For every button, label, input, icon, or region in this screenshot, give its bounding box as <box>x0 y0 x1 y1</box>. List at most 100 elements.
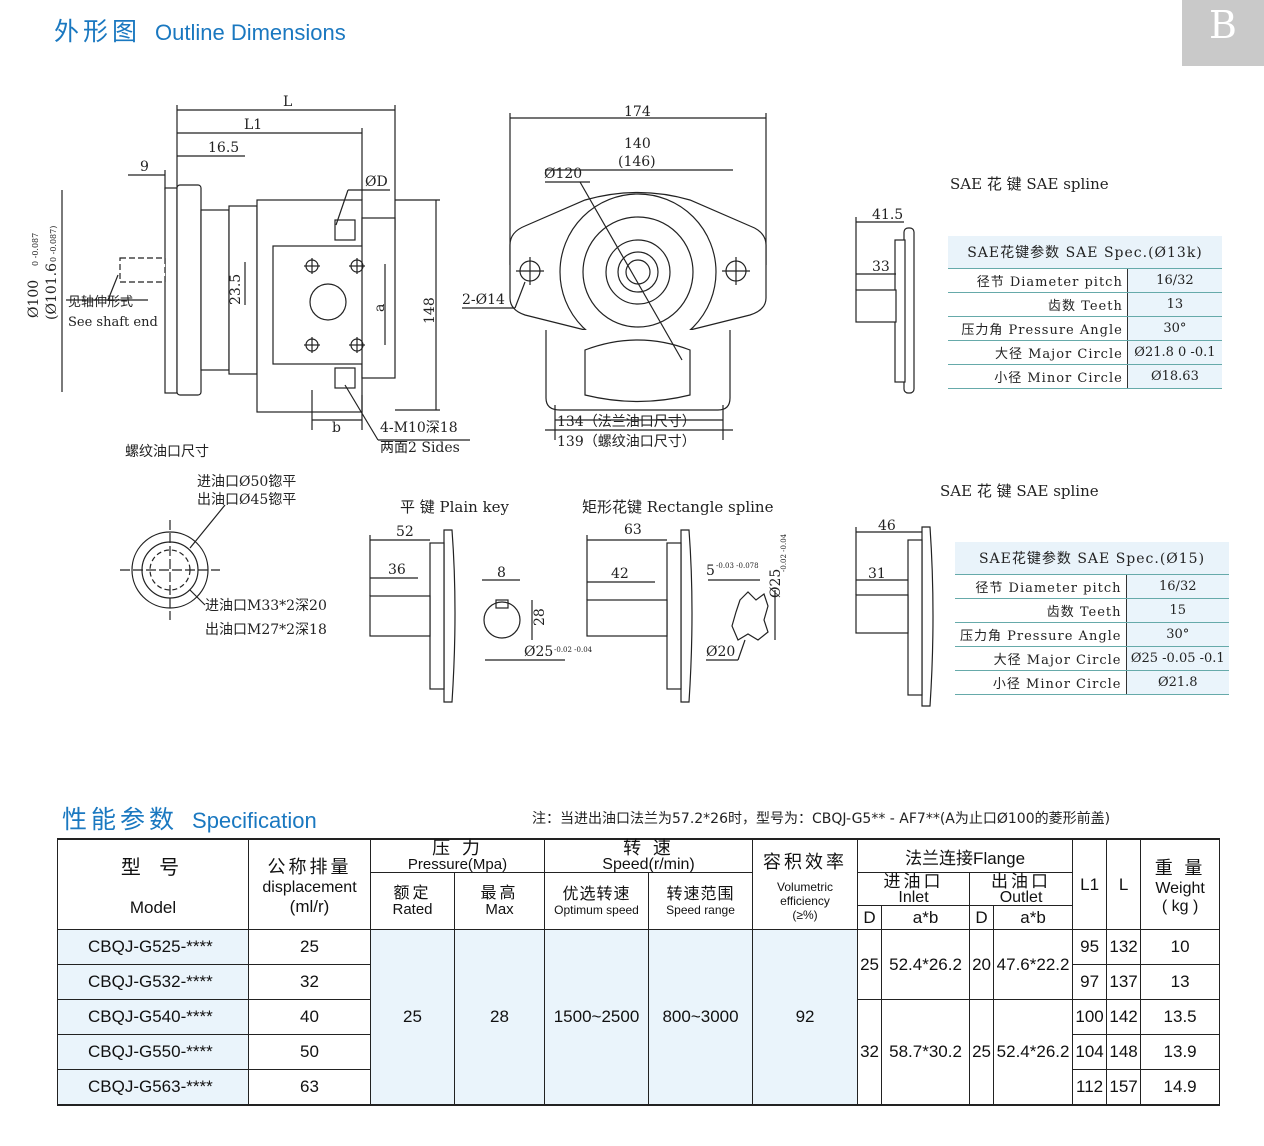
L-cell: 148 <box>1106 1034 1142 1070</box>
table-row: CBQJ-G563-**** 63 112 157 14.9 <box>57 1069 1221 1106</box>
dim-16-5: 16.5 <box>208 140 239 156</box>
shaft-note-en: See shaft end <box>68 315 158 330</box>
spec-label: 小径 Minor Circle <box>955 670 1127 695</box>
pk-25-tol: -0.02 -0.04 <box>554 646 593 654</box>
pk-52: 52 <box>396 524 414 540</box>
header-outlet-ab: a*b <box>993 905 1074 930</box>
spec-value: 30° <box>1127 316 1222 341</box>
header-L1: L1 <box>1072 838 1108 930</box>
section-badge: B <box>1182 0 1264 66</box>
inlet-flat-note: 进油口Ø50锪平 <box>197 474 296 490</box>
sae1-title: SAE 花 键 SAE spline <box>950 175 1109 193</box>
header-L: L <box>1106 838 1142 930</box>
L1-cell: 97 <box>1072 964 1108 1000</box>
L-cell: 137 <box>1106 964 1142 1000</box>
outline-drawing: L L1 16.5 9 ØD 23.5 a 148 b Ø100 0 -0.08… <box>26 94 1109 707</box>
header-speed-cn: 转 速 <box>623 838 674 859</box>
sae1-41-5: 41.5 <box>872 207 903 223</box>
header-range-cn: 转速范围 <box>666 884 735 903</box>
sae-spline-2-drawing <box>855 526 934 707</box>
outlet-thread-note: 出油口M27*2深18 <box>205 622 327 638</box>
max-pressure-cell: 28 <box>453 929 546 1106</box>
rs-20: Ø20 <box>706 644 735 660</box>
header-disp-en: displacement <box>262 878 357 896</box>
dim-a: a <box>372 304 388 312</box>
weight-cell: 13 <box>1140 964 1221 1000</box>
spec-value: Ø21.8 0 -0.1 <box>1127 340 1222 365</box>
dim-101-6: (Ø101.6 <box>44 263 60 320</box>
sae1-33: 33 <box>872 259 890 275</box>
inlet-thread-note: 进油口M33*2深20 <box>205 598 327 614</box>
spec-label: 大径 Major Circle <box>948 340 1128 365</box>
dim-9: 9 <box>140 159 149 175</box>
spec-value: 15 <box>1126 598 1229 623</box>
header-opt-cn: 优选转速 <box>562 884 631 903</box>
rs-5-tol: -0.03 -0.078 <box>716 562 759 570</box>
sae-spec-table-1: SAE花键参数 SAE Spec.(Ø13k) 径节 Diameter pitc… <box>948 236 1222 389</box>
weight-cell: 10 <box>1140 929 1221 965</box>
two-sides-note: 两面2 Sides <box>380 440 460 456</box>
speed-range-cell: 800~3000 <box>648 929 754 1106</box>
front-view <box>462 113 767 440</box>
spec-value: 16/32 <box>1126 574 1229 599</box>
rectangle-spline-title: 矩形花键 Rectangle spline <box>582 498 774 516</box>
L-cell: 157 <box>1106 1069 1142 1106</box>
spec-value: Ø21.8 <box>1126 670 1229 695</box>
rs-63: 63 <box>624 522 642 538</box>
displacement-cell: 40 <box>248 999 371 1035</box>
table-row: CBQJ-G550-**** 50 104 148 13.9 <box>57 1034 1221 1070</box>
dim-L: L <box>283 94 292 110</box>
table-row: CBQJ-G540-**** 40 32 58.7*30.2 25 52.4*2… <box>57 999 1221 1106</box>
model-cell: CBQJ-G550-**** <box>57 1034 249 1070</box>
header-eff-en: Volumetric efficiency <box>777 879 834 908</box>
header-range-en: Speed range <box>666 903 735 917</box>
header-outlet-cn: 出油口 <box>991 872 1052 892</box>
plain-key-title: 平 键 Plain key <box>400 498 510 516</box>
L-cell: 132 <box>1106 929 1142 965</box>
header-inlet-en: Inlet <box>898 889 929 906</box>
optimum-speed-cell: 1500~2500 <box>544 929 650 1106</box>
inlet-D-cell: 32 <box>857 999 883 1106</box>
header-eff-unit: (≥%) <box>792 907 818 922</box>
spec-label: 径节 Diameter pitch <box>948 268 1128 293</box>
pk-36: 36 <box>388 562 406 578</box>
outlet-ab-cell: 47.6*22.2 <box>993 929 1074 1000</box>
sae2-46: 46 <box>878 518 896 534</box>
dim-120: Ø120 <box>544 166 582 182</box>
dim-140: 140 <box>624 136 651 152</box>
sae-spec-2-title: SAE花键参数 SAE Spec.(Ø15) <box>955 542 1229 575</box>
spec-label: 压力角 Pressure Angle <box>948 316 1128 341</box>
header-outlet-D: D <box>969 905 995 930</box>
sae2-title: SAE 花 键 SAE spline <box>940 482 1099 500</box>
rs-25-tol: -0.02 -0.04 <box>780 533 788 572</box>
header-model-en: Model <box>129 898 177 917</box>
spec-label: 齿数 Teeth <box>955 598 1127 623</box>
displacement-cell: 25 <box>248 929 371 965</box>
dim-101-6-tol: 0 -0.087) <box>49 226 58 262</box>
dim-134: 134（法兰油口尺寸） <box>557 414 696 430</box>
header-disp-unit: (ml/r) <box>289 896 330 916</box>
sae-spline-1-drawing <box>855 217 915 394</box>
L1-cell: 100 <box>1072 999 1108 1035</box>
spec-label: 大径 Major Circle <box>955 646 1127 671</box>
spec-value: Ø25 -0.05 -0.1 <box>1126 646 1229 671</box>
header-opt-en: Optimum speed <box>554 903 639 917</box>
header-disp-cn: 公称排量 <box>267 856 352 878</box>
header-pressure-en: Pressure(Mpa) <box>407 856 508 873</box>
